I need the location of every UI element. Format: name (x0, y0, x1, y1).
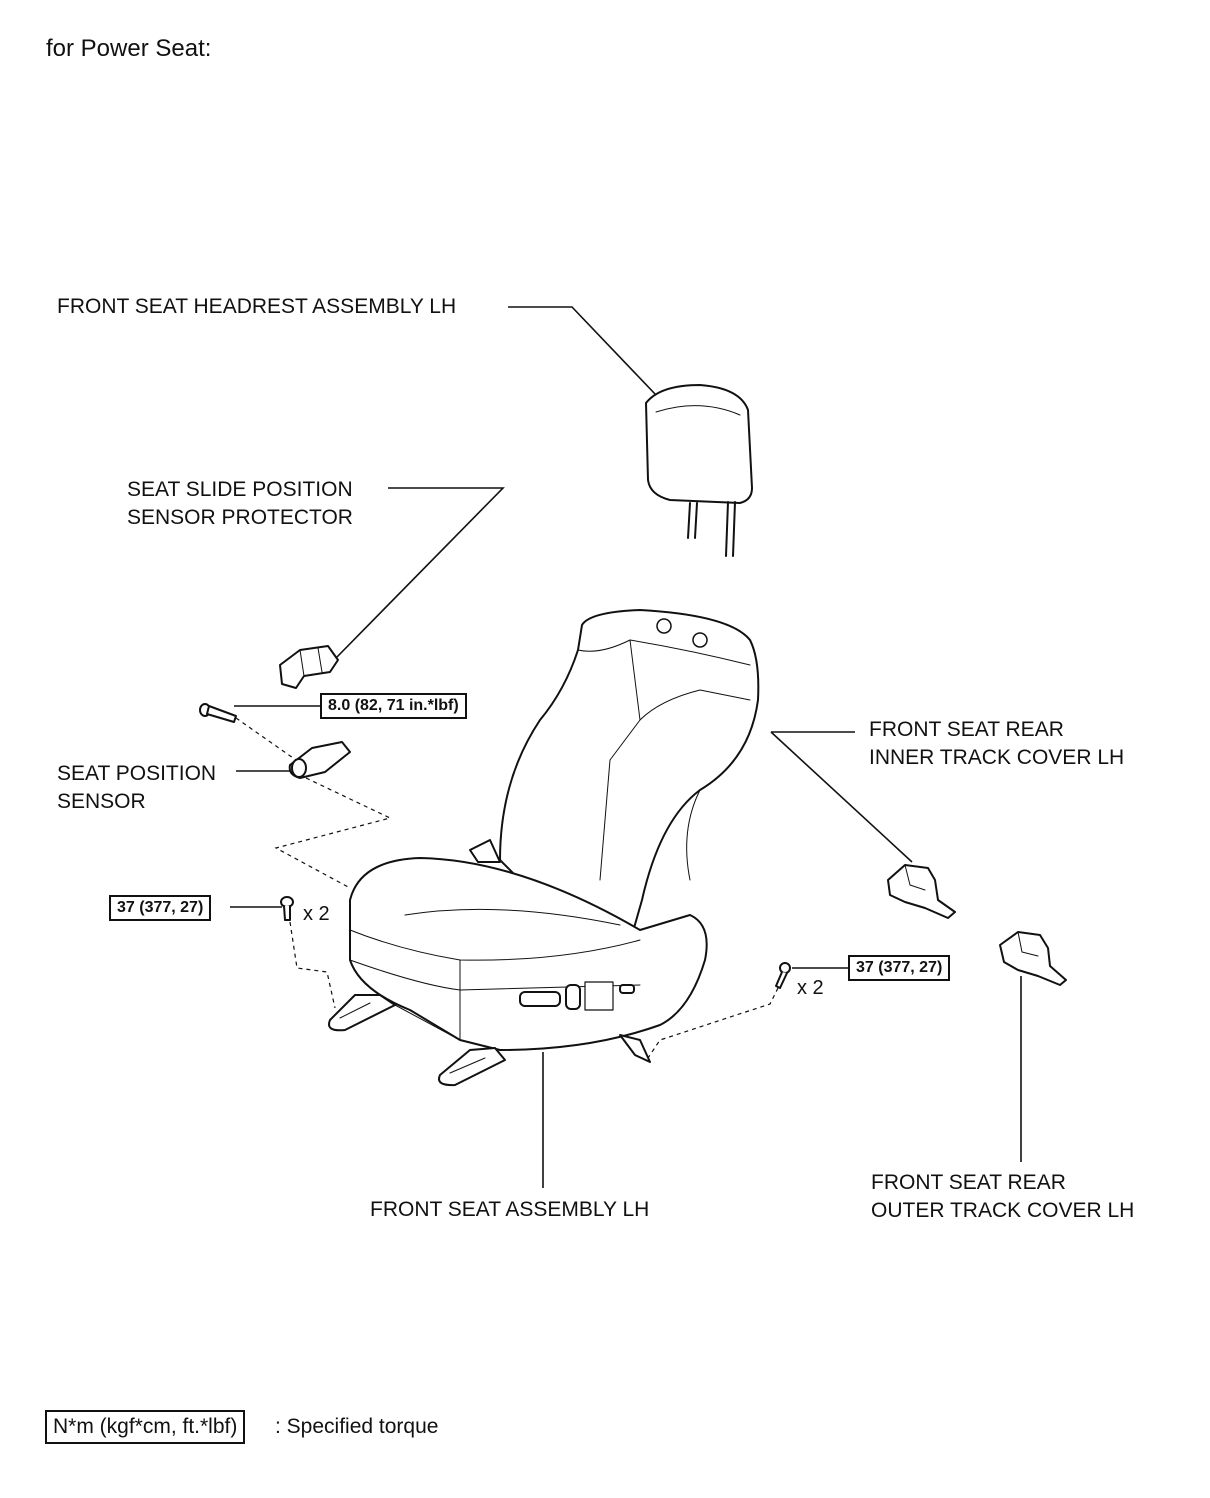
legend-unit-box: N*m (kgf*cm, ft.*lbf) (45, 1410, 246, 1444)
position-sensor-label-line1: SEAT POSITION (57, 762, 217, 785)
left-bolts-quantity: x 2 (303, 903, 330, 925)
legend-description: : Specified torque (275, 1415, 439, 1438)
sensor-screw-drawing (199, 703, 237, 723)
inner-track-cover-drawing (887, 864, 956, 919)
right-bolt-drawing (775, 962, 791, 989)
headrest-drawing (645, 384, 753, 557)
torque-box-right-bolts: 37 (377, 27) (848, 955, 951, 981)
slide-protector-label-line1: SEAT SLIDE POSITION (127, 478, 353, 501)
seat-rails-drawing (328, 994, 651, 1087)
seat-cushion-drawing (349, 857, 708, 1051)
torque-box-left-bolts: 37 (377, 27) (109, 895, 212, 921)
seat-position-sensor-drawing (288, 741, 351, 779)
slide-protector-label-line2: SENSOR PROTECTOR (127, 506, 353, 529)
outer-cover-label-line1: FRONT SEAT REAR (871, 1171, 1066, 1194)
outer-track-cover-drawing (999, 931, 1067, 986)
outer-cover-label-line2: OUTER TRACK COVER LH (871, 1199, 1135, 1222)
position-sensor-label-line2: SENSOR (57, 790, 146, 813)
right-bolts-quantity: x 2 (797, 977, 824, 999)
page-title: for Power Seat: (46, 35, 212, 62)
seat-assembly-label: FRONT SEAT ASSEMBLY LH (370, 1198, 650, 1221)
seat-back-drawing (469, 609, 760, 936)
headrest-label: FRONT SEAT HEADREST ASSEMBLY LH (57, 295, 457, 318)
inner-cover-label-line1: FRONT SEAT REAR (869, 718, 1064, 741)
inner-cover-label-line2: INNER TRACK COVER LH (869, 746, 1125, 769)
torque-box-sensor-screw: 8.0 (82, 71 in.*lbf) (320, 693, 467, 719)
left-bolt-drawing (280, 896, 294, 921)
sensor-protector-drawing (279, 645, 339, 689)
